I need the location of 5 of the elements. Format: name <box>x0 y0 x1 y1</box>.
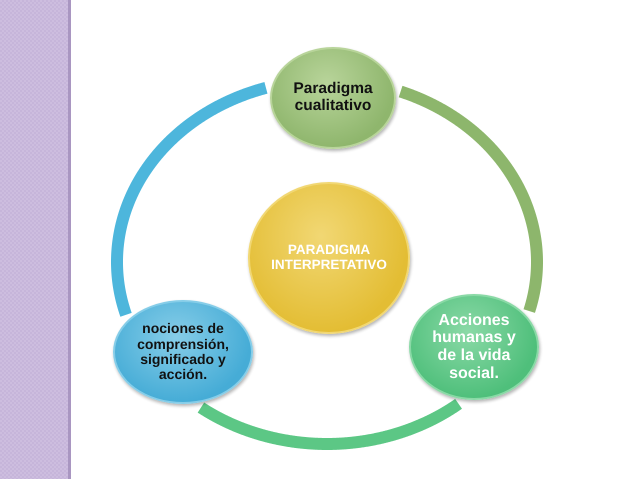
node-label: Paradigma cualitativo <box>292 80 374 114</box>
node-label: nociones de comprensión, significado y acción. <box>136 321 230 383</box>
ring-arc <box>195 398 464 450</box>
node-label: PARADIGMA INTERPRETATIVO <box>270 243 388 273</box>
node-label: Acciones humanas y de la vida social. <box>431 312 517 382</box>
